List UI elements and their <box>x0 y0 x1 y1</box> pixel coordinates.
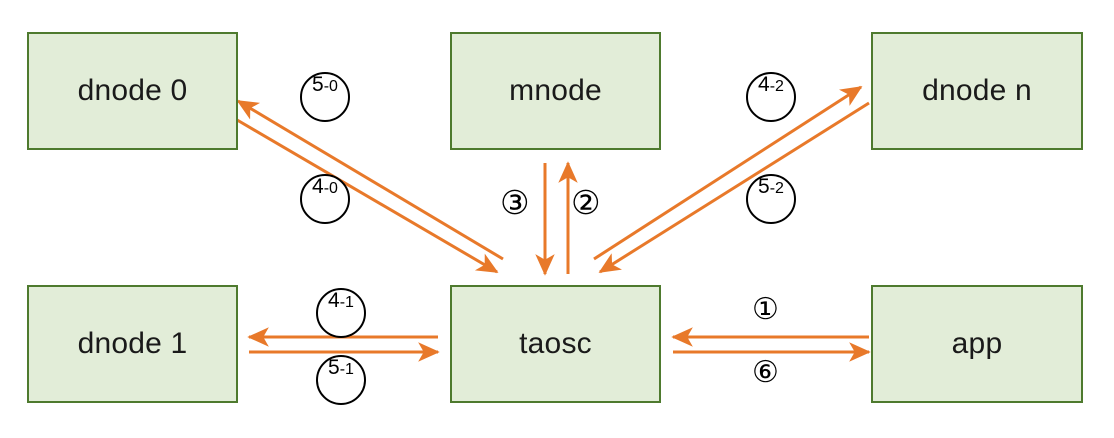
badge-minor: -1 <box>339 361 354 378</box>
node-label: app <box>951 327 1003 360</box>
badge-major: 5 <box>328 356 340 379</box>
node-dnode1[interactable]: dnode 1 <box>27 285 238 403</box>
edge-badge-5-1: 5-1 <box>316 355 366 405</box>
node-label: dnode 1 <box>77 327 188 360</box>
node-label: dnode n <box>922 74 1032 107</box>
edge-badge-1: ① <box>752 292 779 327</box>
edge-badge-4-1: 4-1 <box>316 288 366 338</box>
node-label: dnode 0 <box>77 74 188 107</box>
badge-minor: -0 <box>323 180 338 197</box>
badge-major: 4 <box>758 73 770 96</box>
badge-minor: -1 <box>339 294 354 311</box>
edge-badge-6: ⑥ <box>752 355 779 390</box>
node-dnoden[interactable]: dnode n <box>871 32 1083 150</box>
badge-major: 4 <box>328 289 340 312</box>
badge-major: 5 <box>312 73 324 96</box>
node-taosc[interactable]: taosc <box>450 285 661 403</box>
node-app[interactable]: app <box>871 285 1083 403</box>
node-dnode0[interactable]: dnode 0 <box>27 32 238 150</box>
node-mnode[interactable]: mnode <box>450 32 661 150</box>
node-label: taosc <box>519 327 592 360</box>
badge-major: 4 <box>312 175 324 198</box>
edge-badge-4-0: 4-0 <box>300 174 350 224</box>
edge-dnoden-to-taosc <box>598 101 870 274</box>
edge-badge-3: ③ <box>500 183 530 222</box>
badge-minor: -2 <box>769 180 784 197</box>
node-label: mnode <box>509 74 602 107</box>
edge-badge-5-2: 5-2 <box>746 174 796 224</box>
badge-minor: -2 <box>769 78 784 95</box>
badge-minor: -0 <box>323 78 338 95</box>
edge-badge-4-2: 4-2 <box>746 72 796 122</box>
edge-taosc-to-dnode0 <box>231 115 499 274</box>
edge-badge-2: ② <box>571 183 601 222</box>
edge-badge-5-0: 5-0 <box>300 72 350 122</box>
edge-dnode0-to-taosc-return <box>236 99 504 261</box>
badge-major: 5 <box>758 175 770 198</box>
edge-taosc-to-dnoden <box>593 85 863 261</box>
